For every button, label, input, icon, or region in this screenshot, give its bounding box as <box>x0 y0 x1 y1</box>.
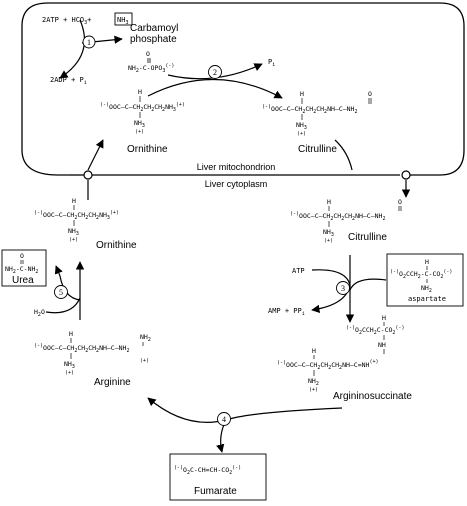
aspartate-label: aspartate <box>408 295 446 303</box>
transporter-left <box>83 170 93 180</box>
carbamoyl-o: O <box>146 50 150 58</box>
arginine-guan-charge: (+) <box>140 358 149 364</box>
ornithine-mito-label: Ornithine <box>127 144 168 155</box>
ornithine-mito-nh3-charge: (+) <box>135 129 144 135</box>
step4-main-arrow <box>147 397 343 423</box>
carbamoyl-label-1: Carbamoyl <box>130 23 178 34</box>
step1-products: 2ADP + Pi <box>50 76 87 86</box>
argsucc-h2: H <box>312 347 316 355</box>
citrulline-mito-nh3: NH3 <box>296 121 307 131</box>
citrulline-cyto-nh3: NH3 <box>323 228 334 238</box>
arginine-nh2-top: NH2 <box>140 333 151 343</box>
citrulline-mito-h: H <box>300 90 304 98</box>
step1-circle <box>82 35 96 49</box>
ornithine-mito-h: H <box>138 88 142 96</box>
carbamoyl-formula: NH2-C-OPO3(-) <box>128 63 174 74</box>
argsucc-nh2-charge: (+) <box>309 387 318 393</box>
carbamoyl-label-2: phosphate <box>130 34 177 45</box>
citrulline-mito-formula: (-)OOC—C—CH2CH2CH2NH—C—NH2 <box>262 104 357 115</box>
step4-number: 4 <box>222 415 226 424</box>
ornithine-cyto-nh3-charge: (+) <box>69 237 78 243</box>
step1-nh3: NH3 <box>117 16 128 26</box>
cytoplasm-label: Liver cytoplasm <box>205 179 268 189</box>
arginine-label: Arginine <box>94 377 131 388</box>
citrulline-cyto-formula: (-)OOC—C—CH2CH2CH2NH—C—NH2 <box>290 211 385 222</box>
ornithine-mito-formula: (-)OOC—C—CH2CH2CH2NH3(+) <box>100 102 185 113</box>
step5-water-arrow <box>45 297 81 314</box>
argsucc-nh2: NH2 <box>308 377 319 387</box>
fumarate-label: Fumarate <box>194 486 237 497</box>
step3-circle <box>336 281 350 295</box>
step2-circle <box>208 65 222 79</box>
argsucc-formula: (-)OOC—C—CH2CH2CH2NH—C=NH(+) <box>277 359 379 371</box>
step2-product: Pi <box>268 58 275 68</box>
argsucc-label: Argininosuccinate <box>333 391 412 402</box>
aspartate-nh2: NH2 <box>421 284 432 294</box>
step3-number: 3 <box>341 284 345 293</box>
transporter-right <box>401 170 411 180</box>
argsucc-nh: NH <box>378 341 386 349</box>
mitochondrion-boundary <box>21 2 465 176</box>
ornithine-cyto-formula: (-)OOC—C—CH2CH2CH2NH3(+) <box>34 210 119 221</box>
argsucc-h: H <box>382 314 386 322</box>
step1-number: 1 <box>87 38 91 47</box>
argsucc-top-formula: (-)O2CCH2C-CO2(-) <box>346 325 404 336</box>
aspartate-h: H <box>425 258 429 266</box>
citrulline-cyto-h: H <box>327 198 331 206</box>
arginine-formula: (-)OOC—C—CH2CH2CH2NH—C—NH2 <box>34 343 129 354</box>
fumarate-formula: (-)O2C-CH=CH-CO2(-) <box>174 465 241 476</box>
arginine-h: H <box>69 330 73 338</box>
step3-atp-arrow <box>311 269 351 314</box>
urea-box <box>1 249 47 287</box>
step5-number: 5 <box>59 288 63 297</box>
ornithine-transport-arrow <box>87 139 104 171</box>
aspartate-formula: (-)O2CCH2-C-CO2(-) <box>390 269 452 280</box>
step1-reactants: 2ATP + HCO3+ <box>42 16 91 26</box>
citrulline-mito-nh3-charge: (+) <box>297 131 306 137</box>
step4-circle <box>217 412 231 426</box>
urea-o: O <box>20 252 24 260</box>
aspartate-box <box>386 253 464 307</box>
step2-main-arrow <box>147 78 283 99</box>
step5-water: H2O <box>34 308 45 318</box>
step5-circle <box>54 285 68 299</box>
arginine-nh3-charge: (+) <box>65 370 74 376</box>
urea-label: Urea <box>12 275 34 286</box>
step1-curved-arrow <box>59 19 86 79</box>
step2-number: 2 <box>213 68 217 77</box>
citrulline-cyto-o: O <box>398 198 402 206</box>
urea-formula: NH2-C-NH2 <box>5 265 38 275</box>
ornithine-cyto-label: Ornithine <box>96 240 137 251</box>
citrulline-cyto-nh3-charge: (+) <box>324 238 333 244</box>
citrulline-transport-top <box>334 139 353 171</box>
citrulline-mito-label: Citrulline <box>298 144 337 155</box>
nh3-box <box>114 12 133 26</box>
step3-aspartate-arrow <box>349 278 387 291</box>
citrulline-mito-o: O <box>368 90 372 98</box>
fumarate-box <box>169 453 267 501</box>
step3-amp: AMP + PPi <box>268 307 305 317</box>
citrulline-cyto-label: Citrulline <box>348 232 387 243</box>
arginine-nh3: NH3 <box>64 360 75 370</box>
ornithine-cyto-nh3: NH3 <box>68 227 79 237</box>
mitochondrion-label: Liver mitochondrion <box>197 162 276 172</box>
step3-atp: ATP <box>292 267 305 275</box>
ornithine-mito-nh3: NH3 <box>134 119 145 129</box>
ornithine-cyto-h: H <box>72 197 76 205</box>
